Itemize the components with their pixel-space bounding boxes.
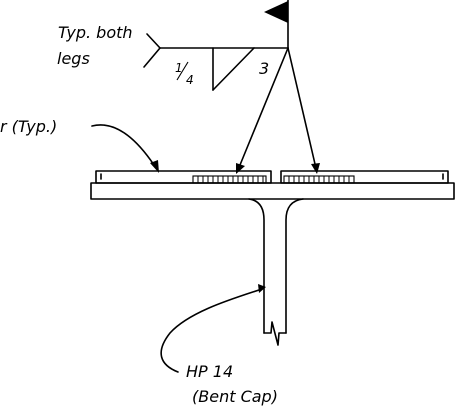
bearing-plate-left [95, 170, 272, 184]
pile-label-line2: (Bent Cap) [192, 387, 278, 406]
left-callout-label: r (Typ.) [0, 117, 57, 136]
left-callout-leader [91, 124, 155, 166]
weld-fraction-denominator: 4 [186, 73, 194, 87]
bearing-plates [95, 170, 449, 184]
arrowhead-pile-callout-icon [258, 284, 266, 293]
leader-arrow-left [239, 47, 289, 166]
weld-bead-left [192, 175, 267, 184]
pile-web-right-edge [285, 198, 304, 334]
leader-arrow-right [287, 47, 316, 165]
pile-web-left-edge [248, 198, 265, 334]
arrowhead-left-icon [236, 163, 245, 174]
field-weld-flag-icon [264, 1, 288, 23]
pile-label-line1: HP 14 [186, 362, 233, 381]
weld-size-label: 3 [259, 59, 269, 78]
pile-callout-leader [160, 288, 263, 373]
weld-fraction-numerator: 1 [175, 61, 183, 75]
pile-break-line [263, 321, 287, 346]
bearing-plate-right [280, 170, 449, 184]
arrowhead-left-callout-icon [150, 160, 159, 173]
fillet-symbol-diagonal [212, 47, 255, 91]
arrowhead-right-icon [311, 163, 320, 174]
weld-tail-upper [146, 33, 161, 49]
weld-note-line1: Typ. both [58, 23, 133, 42]
weld-fraction-bar [176, 61, 189, 81]
cap-flange [90, 182, 455, 200]
weld-symbol [143, 0, 320, 174]
weld-bead-right [283, 175, 355, 184]
weld-note-line2: legs [57, 49, 90, 68]
weld-tail-lower [143, 47, 161, 68]
